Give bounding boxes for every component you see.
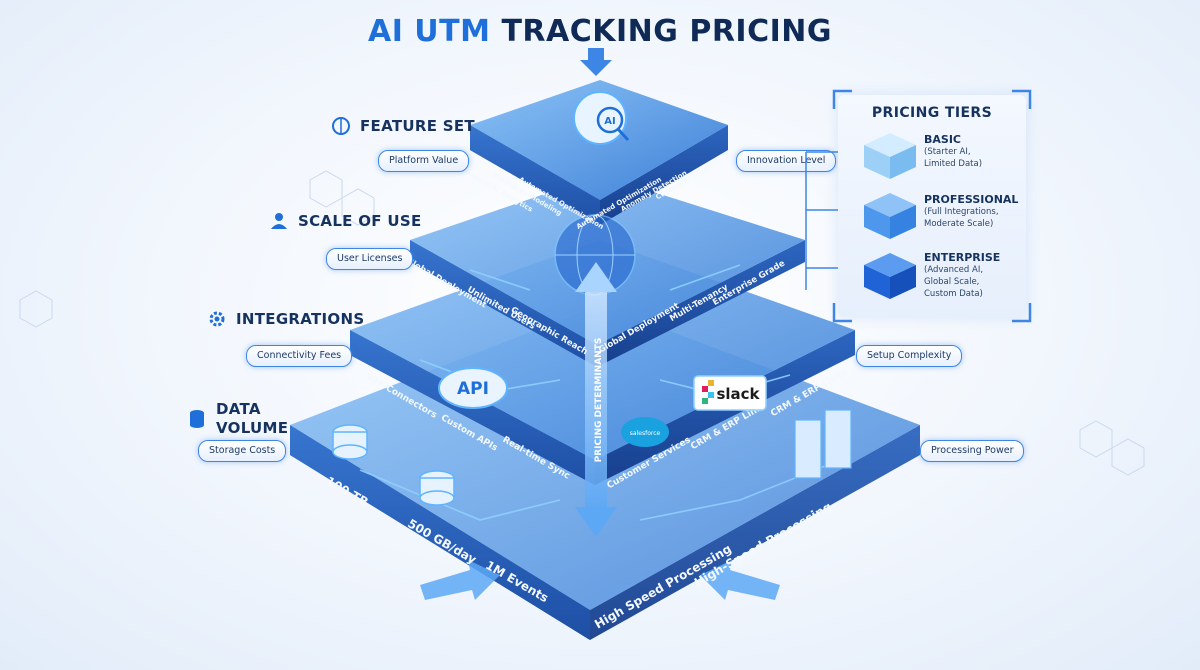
tier-professional: PROFESSIONAL (Full Integrations, Moderat… <box>924 193 1024 230</box>
section-feature-set-label: FEATURE SET <box>360 117 475 135</box>
slack-label: slack <box>716 385 760 403</box>
salesforce-label: salesforce <box>630 430 661 437</box>
section-integrations: INTEGRATIONS <box>206 308 364 330</box>
section-scale-of-use-label: SCALE OF USE <box>298 212 422 230</box>
ai-badge-text: AI <box>604 116 615 127</box>
tier-basic-desc: (Starter AI, Limited Data) <box>924 147 983 169</box>
title-part-ai-utm: AI UTM <box>367 14 491 49</box>
bottom-left-arrow <box>420 560 500 600</box>
gear-icon <box>209 311 225 327</box>
section-feature-set: FEATURE SET <box>330 115 475 137</box>
tier-professional-desc: (Full Integrations, Moderate Scale) <box>924 207 999 229</box>
enterprise-cube-icon <box>864 253 916 299</box>
tier-enterprise: ENTERPRISE (Advanced AI, Global Scale, C… <box>924 251 1024 300</box>
professional-cube-icon <box>864 193 916 239</box>
slack-badge <box>693 375 767 411</box>
pill-connectivity-fees: Connectivity Fees <box>246 345 353 367</box>
section-data-volume-label: DATA VOLUME <box>216 400 288 438</box>
title-part-tracking-pricing: TRACKING PRICING <box>501 14 832 49</box>
pill-platform-value: Platform Value <box>378 150 470 172</box>
users-icon <box>271 213 287 229</box>
section-data-volume: DATA VOLUME <box>186 400 288 438</box>
bottom-right-arrow <box>700 560 780 600</box>
pill-setup-complexity: Setup Complexity <box>856 345 963 367</box>
server-rack-icon <box>794 409 852 479</box>
api-cloud-icon <box>438 367 508 409</box>
tier-basic-name: BASIC <box>924 133 961 146</box>
page-title: AI UTM TRACKING PRICING <box>0 14 1200 49</box>
tier-professional-name: PROFESSIONAL <box>924 193 1019 206</box>
section-scale-of-use: SCALE OF USE <box>268 210 422 232</box>
pricing-tiers-title: PRICING TIERS <box>871 105 993 121</box>
basic-cube-icon <box>864 133 916 179</box>
panel-corner-brackets <box>832 89 1032 323</box>
brain-icon <box>332 117 350 135</box>
tier-enterprise-name: ENTERPRISE <box>924 251 1001 264</box>
top-down-arrow <box>580 48 612 76</box>
tier-basic: BASIC (Starter AI, Limited Data) <box>924 133 1024 170</box>
pricing-determinants-arrow <box>575 262 617 537</box>
database-icon <box>332 424 455 506</box>
tier-cubes <box>864 133 916 299</box>
ai-brain-icon <box>573 91 630 145</box>
pricing-determinants-label: PRICING DETERMINANTS <box>594 338 604 463</box>
section-data-volume-line2: VOLUME <box>216 419 289 437</box>
salesforce-cloud-icon <box>621 417 669 447</box>
pricing-tiers-panel: PRICING TIERS BASIC (Starter AI, Limited… <box>832 89 1032 323</box>
section-data-volume-line1: DATA <box>216 400 261 418</box>
hexagon-decoration <box>19 170 1145 476</box>
pill-storage-costs: Storage Costs <box>198 440 287 462</box>
pill-innovation-level: Innovation Level <box>736 150 837 172</box>
pill-user-licenses: User Licenses <box>326 248 414 270</box>
database-label-icon <box>190 410 204 428</box>
pill-processing-power: Processing Power <box>920 440 1025 462</box>
section-integrations-label: INTEGRATIONS <box>236 310 365 328</box>
tier-enterprise-desc: (Advanced AI, Global Scale, Custom Data) <box>924 265 984 299</box>
api-label: API <box>457 379 489 399</box>
